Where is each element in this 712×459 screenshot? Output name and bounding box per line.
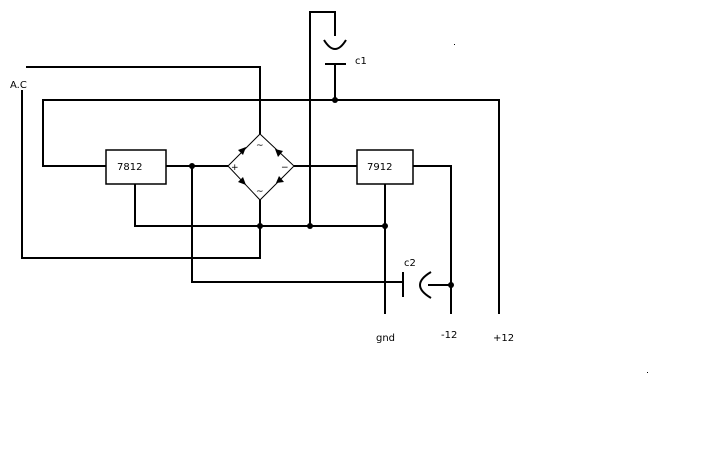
regulator-7812-label: 7812 [117, 162, 142, 173]
minus12-label: -12 [441, 330, 457, 341]
bridge-minus-label: − [281, 163, 289, 173]
regulator-7912-box [356, 149, 414, 185]
wires [21, 11, 500, 314]
junctions [189, 97, 454, 288]
diode-icon [275, 149, 283, 157]
bridge-ac-bottom-label: ~ [256, 187, 264, 197]
junction-dot [189, 163, 195, 169]
ac-input-label: A.C [10, 80, 27, 91]
wire-ground-bus [134, 184, 385, 227]
junction-dot [307, 223, 313, 229]
diode-icon [238, 177, 246, 185]
capacitor-curved-plate-icon [323, 39, 347, 50]
capacitor-c1: c1 [323, 39, 367, 67]
wire-ac-upper [26, 66, 261, 134]
junction-dot [448, 282, 454, 288]
diode-icon [238, 147, 246, 155]
gnd-label: gnd [376, 333, 395, 344]
regulator-7912: 7912 [356, 149, 414, 185]
bridge-plus-label: + [231, 163, 239, 173]
wire-c2-lead [191, 166, 403, 283]
bridge-ac-top-label: ~ [256, 141, 264, 151]
c1-label: c1 [355, 56, 367, 67]
speck [454, 44, 455, 45]
wire-positive-rail [42, 99, 500, 314]
regulator-7912-label: 7912 [367, 162, 392, 173]
regulator-7812-box [105, 149, 167, 185]
diode-icon [276, 176, 284, 183]
bridge-rectifier: + − ~ ~ [227, 133, 295, 201]
plus12-label: +12 [493, 333, 514, 344]
capacitor-curved-plate-icon [419, 271, 432, 299]
c2-label: c2 [404, 258, 416, 269]
junction-dot [382, 223, 388, 229]
speck [647, 372, 648, 373]
capacitor-c2: c2 [402, 258, 432, 299]
regulator-7812: 7812 [105, 149, 167, 185]
wire-c1-ground [309, 11, 336, 226]
junction-dot [332, 97, 338, 103]
wire-negative-rail [413, 165, 452, 314]
junction-dot [257, 223, 263, 229]
